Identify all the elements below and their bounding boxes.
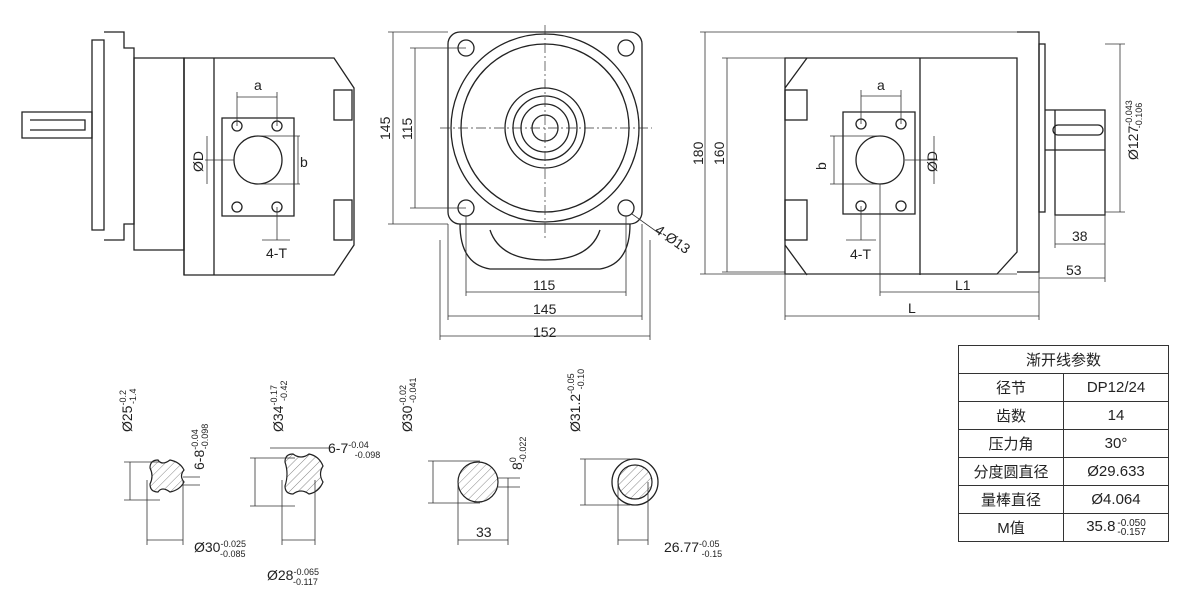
dim-145-horizontal: 145 <box>533 301 557 317</box>
dim-115-vertical: 115 <box>399 117 415 140</box>
dim-pilot-diameter: Ø127-0.043-0.106 <box>1124 100 1144 160</box>
side-view-right: a b ØD 4-T 180 160 Ø127-0.043-0.106 38 5… <box>690 31 1144 320</box>
row-value: DP12/24 <box>1063 373 1169 402</box>
row-value: Ø29.633 <box>1063 457 1169 486</box>
shaft-spline-1: Ø25-0.2-1.4 6-8-0.04-0.098 Ø30-0.025-0.0… <box>118 389 246 560</box>
row-value: 14 <box>1063 401 1169 430</box>
dim-115-horizontal: 115 <box>533 277 556 293</box>
dim-180: 180 <box>690 141 706 165</box>
svg-text:Ø28-0.065-0.117: Ø28-0.065-0.117 <box>267 567 319 587</box>
dim-145-vertical: 145 <box>377 116 393 140</box>
shaft-spline-2: Ø34-0.17-0.42 6-7-0.04-0.098 Ø28-0.065-0… <box>250 381 380 587</box>
svg-text:6-7-0.04-0.098: 6-7-0.04-0.098 <box>328 440 380 460</box>
svg-text:Ø30-0.02-0.041: Ø30-0.02-0.041 <box>398 377 418 432</box>
dim-L1: L1 <box>955 277 971 293</box>
dim-a: a <box>254 77 262 93</box>
table-title: 渐开线参数 <box>958 345 1169 374</box>
dim-53: 53 <box>1066 262 1082 278</box>
row-value: Ø4.064 <box>1063 485 1169 514</box>
row-key: 径节 <box>958 373 1064 402</box>
dim-b: b <box>300 154 308 170</box>
dim-38: 38 <box>1072 228 1088 244</box>
dim-od: ØD <box>924 151 940 172</box>
svg-text:6-8-0.04-0.098: 6-8-0.04-0.098 <box>190 424 210 470</box>
shaft-tang: Ø31.2-0.05-0.10 26.77-0.05-0.15 <box>566 369 722 559</box>
svg-text:Ø31.2-0.05-0.10: Ø31.2-0.05-0.10 <box>566 369 586 432</box>
front-view: 145 115 4-Ø13 115 145 152 <box>377 25 694 340</box>
side-view-left: a b ØD 4-T <box>21 31 355 276</box>
row-value: 30° <box>1063 429 1169 458</box>
dim-od: ØD <box>190 151 206 172</box>
shaft-keyed: Ø30-0.02-0.041 80-0.022 33 <box>398 377 528 545</box>
dim-b: b <box>813 162 829 170</box>
dim-mounting-holes: 4-Ø13 <box>652 221 693 257</box>
row-key: 齿数 <box>958 401 1064 430</box>
dim-160: 160 <box>711 141 727 165</box>
svg-text:26.77-0.05-0.15: 26.77-0.05-0.15 <box>664 539 722 559</box>
row-key: 量棒直径 <box>958 485 1064 514</box>
dim-L: L <box>908 300 916 316</box>
svg-text:Ø30-0.025-0.085: Ø30-0.025-0.085 <box>194 539 246 559</box>
dim-holes: 4-T <box>850 246 871 262</box>
svg-text:Ø25-0.2-1.4: Ø25-0.2-1.4 <box>118 389 138 433</box>
row-key: 压力角 <box>958 429 1064 458</box>
dim-holes: 4-T <box>266 245 287 261</box>
row-key: M值 <box>958 513 1064 542</box>
dim-152-horizontal: 152 <box>533 324 557 340</box>
dim-a: a <box>877 77 885 93</box>
row-key: 分度圆直径 <box>958 457 1064 486</box>
svg-text:80-0.022: 80-0.022 <box>508 437 528 470</box>
svg-text:Ø34-0.17-0.42: Ø34-0.17-0.42 <box>269 381 289 433</box>
row-value: 35.8-0.050-0.157 <box>1063 513 1169 542</box>
dim-33: 33 <box>476 524 492 540</box>
